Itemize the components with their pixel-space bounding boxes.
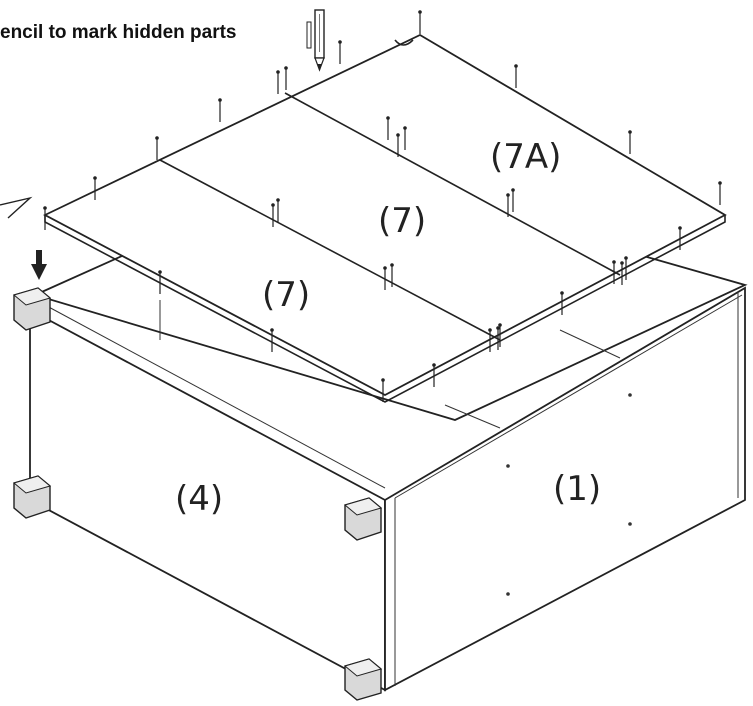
nail-head: [270, 328, 274, 332]
arrow-down-icon: [31, 250, 47, 280]
nail-head: [158, 270, 162, 274]
nail-head: [496, 326, 500, 330]
nail-head: [396, 133, 400, 137]
nail-head: [383, 266, 387, 270]
nail-head: [218, 98, 222, 102]
pointer-arrow-icon: [0, 196, 33, 219]
front-panel-top-edge: [44, 304, 386, 489]
label-front-panel: (4): [175, 479, 223, 519]
hole: [506, 592, 510, 596]
nails: [43, 10, 722, 402]
corner-block-icon: [343, 497, 383, 541]
nail-head: [488, 328, 492, 332]
nail-head: [386, 116, 390, 120]
label-top-panel-right: (7A): [490, 137, 561, 177]
label-top-panel-left: (7): [262, 275, 310, 315]
label-side-panel: (1): [553, 469, 601, 509]
nail-head: [560, 291, 564, 295]
panel-seam: [159, 159, 501, 341]
nail-head: [43, 206, 47, 210]
caption-bracket: [306, 21, 312, 49]
corner-block-icon: [12, 475, 52, 519]
panel-notch: [394, 39, 414, 46]
nail-head: [498, 323, 502, 327]
side-panel-top-edge: [394, 294, 743, 499]
nail-head: [284, 66, 288, 70]
nail-head: [620, 261, 624, 265]
nail-head: [506, 193, 510, 197]
panel-seam: [284, 92, 621, 276]
nail-head: [511, 188, 515, 192]
hole: [628, 393, 632, 397]
nail-head: [338, 40, 342, 44]
nail-head: [432, 363, 436, 367]
instruction-caption: encil to mark hidden parts: [0, 22, 237, 43]
side-panel: [384, 286, 746, 692]
nail-head: [390, 263, 394, 267]
corner-block-icon: [343, 658, 383, 701]
nail-head: [612, 260, 616, 264]
nail-head: [678, 226, 682, 230]
nail-head: [624, 256, 628, 260]
hole: [506, 464, 510, 468]
nail-head: [276, 70, 280, 74]
pencil-icon: [314, 9, 325, 72]
nail-head: [271, 203, 275, 207]
nail-head: [93, 176, 97, 180]
inner-rail: [444, 404, 501, 429]
corner-block-icon: [12, 287, 52, 331]
hole: [628, 522, 632, 526]
nail-head: [718, 181, 722, 185]
nail-head: [403, 126, 407, 130]
nail-head: [381, 378, 385, 382]
nail-head: [628, 130, 632, 134]
nail-head: [155, 136, 159, 140]
nail-head: [514, 64, 518, 68]
nail-head: [418, 10, 422, 14]
inner-rail: [559, 329, 621, 359]
nail-head: [276, 198, 280, 202]
label-top-panel-middle: (7): [378, 201, 426, 241]
